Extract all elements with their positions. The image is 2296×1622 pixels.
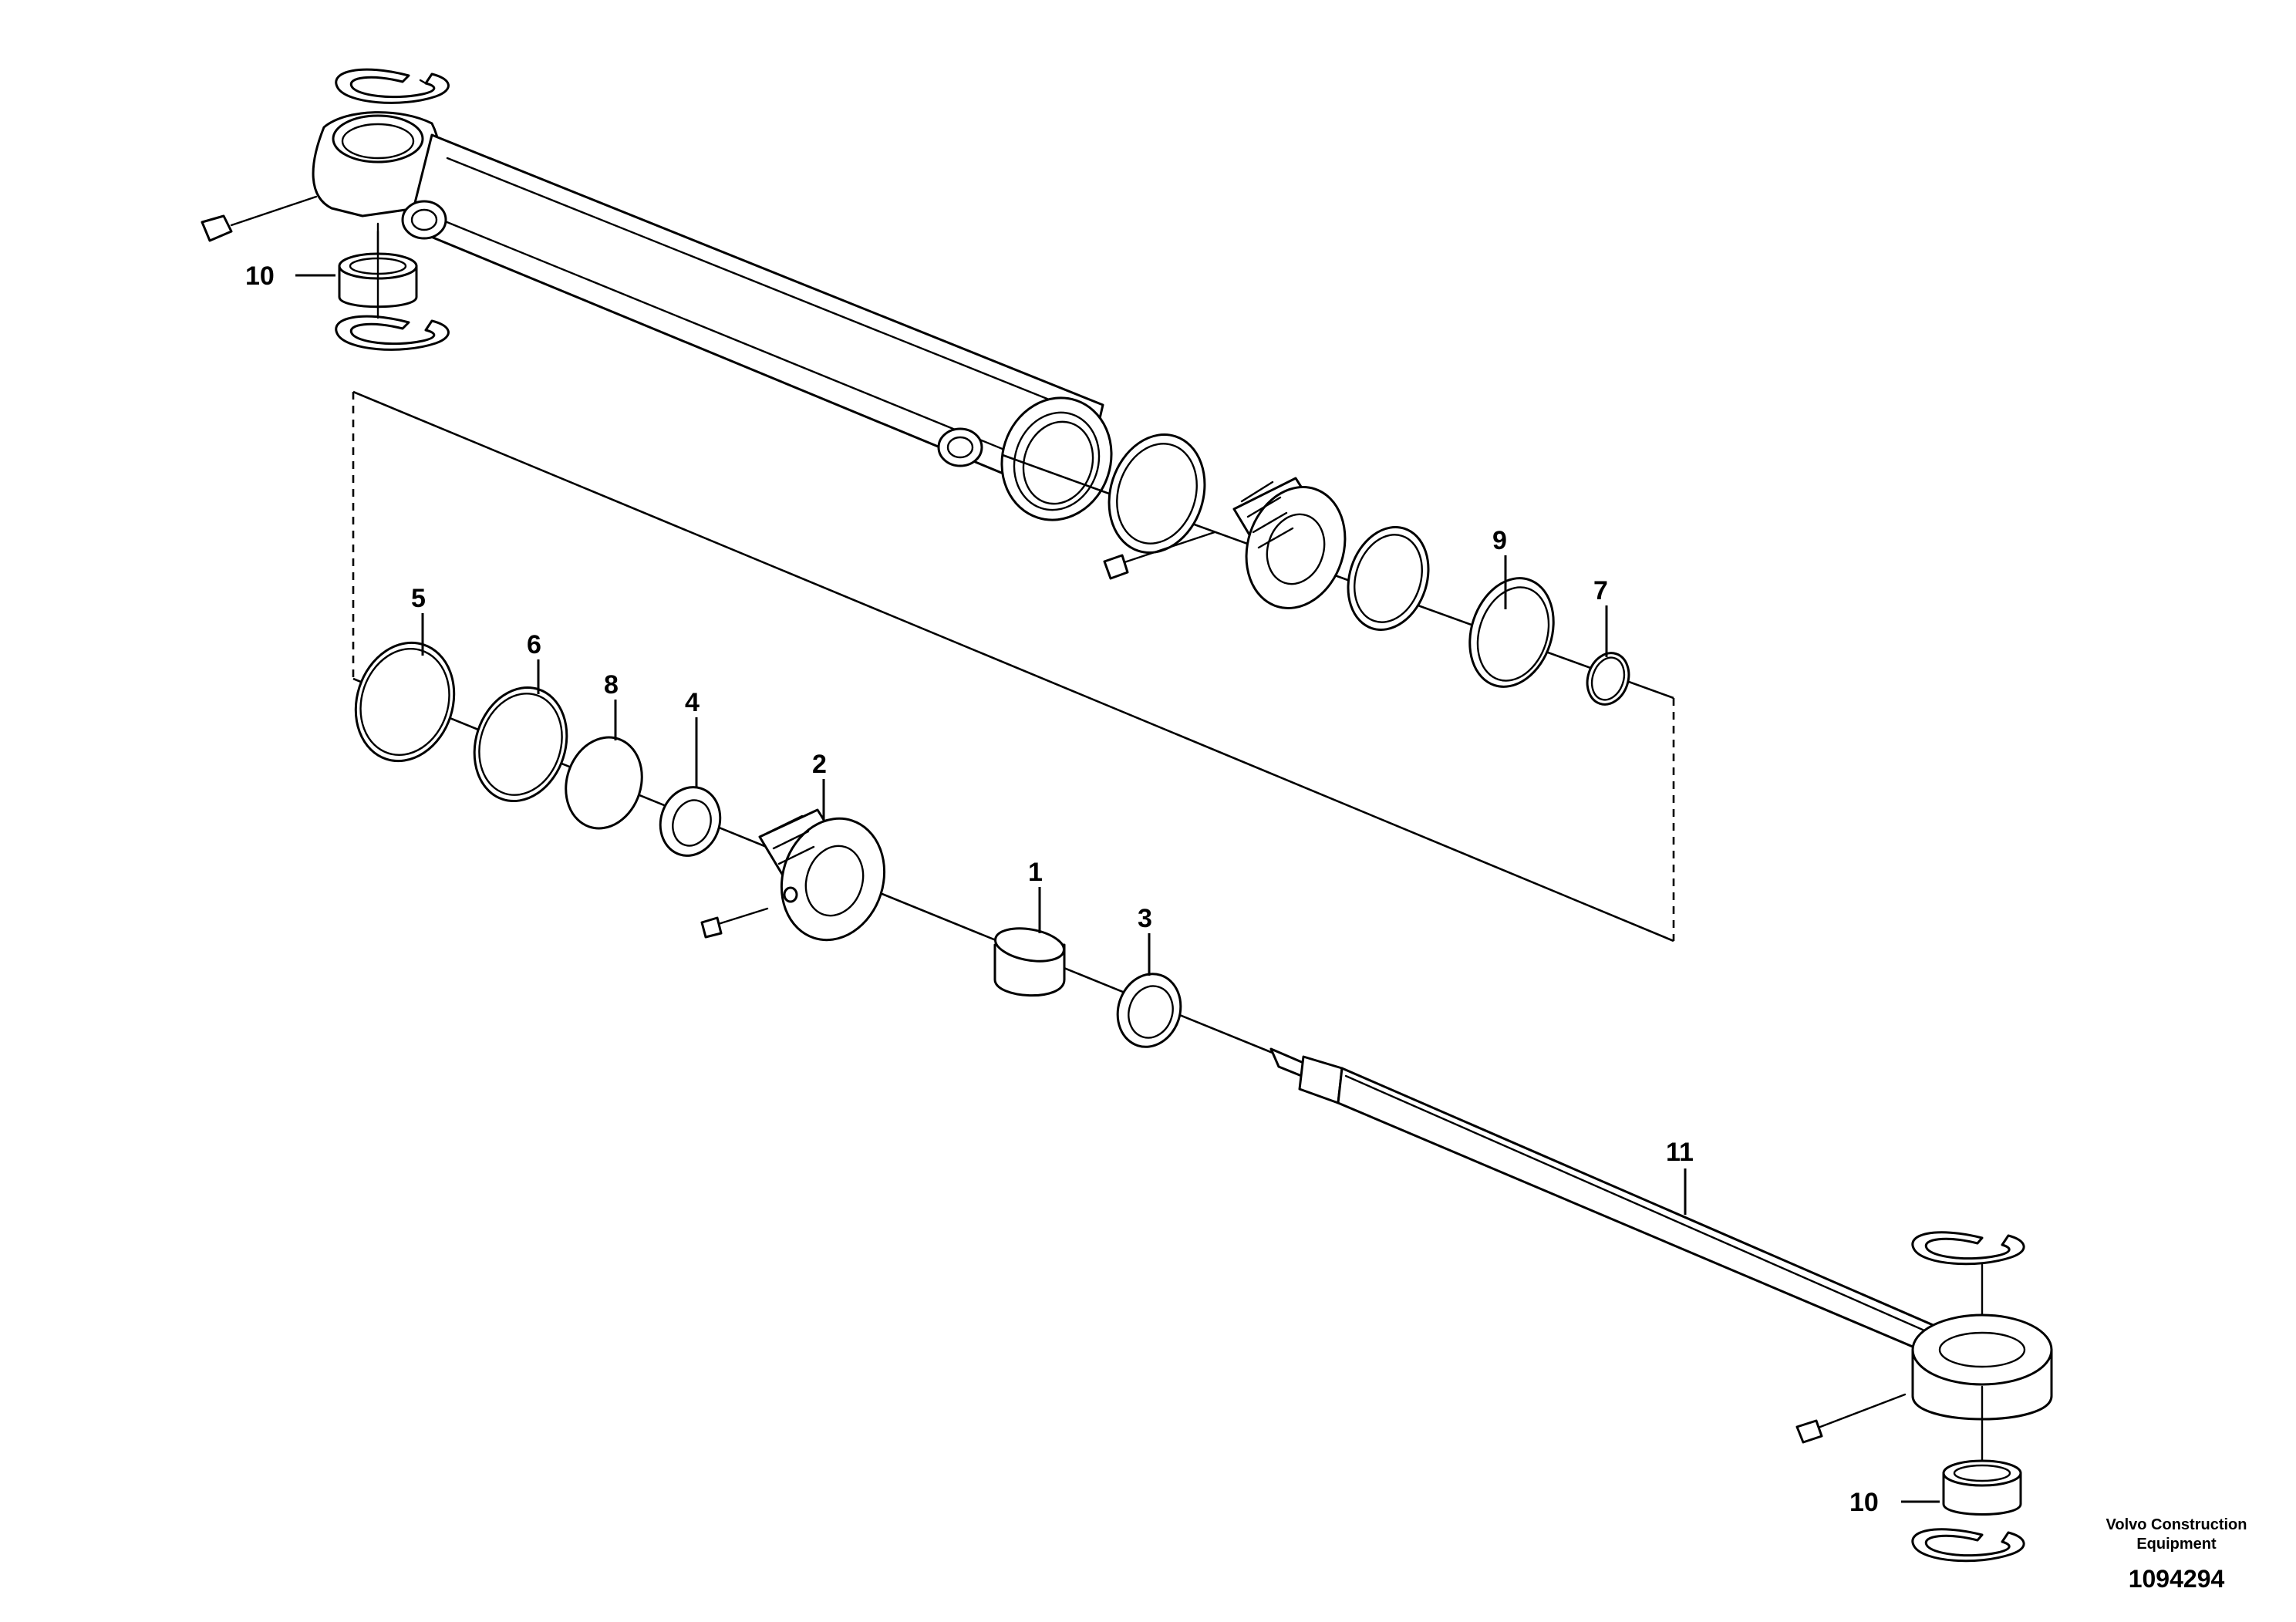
callout-3: 3: [1138, 904, 1152, 933]
document-number: 1094294: [2129, 1565, 2225, 1593]
callout-9: 9: [1492, 526, 1507, 555]
brand-line-1: Volvo Construction: [2106, 1516, 2247, 1533]
callout-leaders: [295, 274, 1940, 1503]
callout-4: 4: [685, 688, 700, 717]
callout-5: 5: [411, 584, 426, 613]
cylinder-barrel: [201, 68, 1113, 521]
callout-10-top: 10: [245, 261, 275, 291]
footer-block: Volvo Construction Equipment 1094294: [2106, 1516, 2247, 1593]
piston-rod: [1269, 1047, 2053, 1563]
piston-subassembly: [1002, 433, 1674, 706]
head-subassembly: [352, 641, 1273, 1054]
callout-2: 2: [812, 750, 827, 779]
callout-6: 6: [527, 630, 541, 659]
callout-10-bottom: 10: [1849, 1488, 1879, 1517]
callout-7: 7: [1593, 576, 1608, 605]
callout-11: 11: [1666, 1138, 1694, 1167]
brand-line-2: Equipment: [2136, 1536, 2217, 1553]
callout-1: 1: [1028, 858, 1043, 887]
callout-8: 8: [604, 670, 619, 700]
alignment-frame: [352, 390, 1675, 943]
callout-labels: 9 7 5 6 8 4 2 1 3 11 10 10: [245, 261, 1879, 1517]
